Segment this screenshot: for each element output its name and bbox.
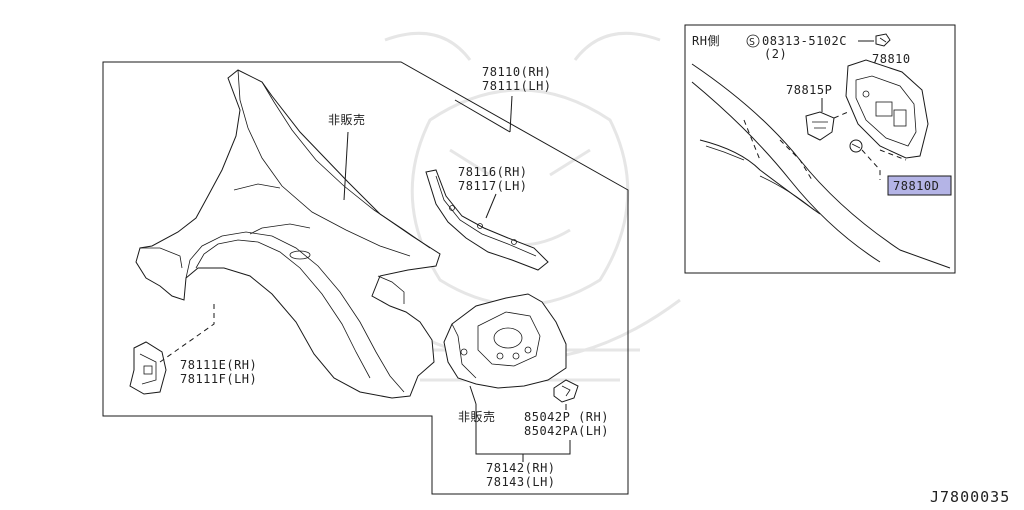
spring-clip-icon: [805, 111, 835, 141]
rear-fender-panel: [135, 69, 441, 399]
leader-bracket: [485, 193, 497, 219]
label-housing-rh: 78142(RH): [486, 461, 556, 475]
label-small-bracket-rh: 85042P (RH): [524, 410, 609, 424]
dash-spring-to-lid: [833, 111, 849, 119]
screw-symbol-icon: S: [746, 34, 760, 48]
label-housing-lh: 78143(LH): [486, 475, 556, 489]
label-patch-lh: 78111F(LH): [180, 372, 257, 386]
main-panel-frame: [102, 61, 629, 495]
label-bracket-rh: 78116(RH): [458, 165, 528, 179]
inset-body-panel: [691, 63, 951, 269]
inset-panel-frame: [684, 24, 956, 274]
screw-icon: [875, 33, 891, 47]
label-highlight-part[interactable]: 78810D: [893, 179, 939, 193]
leader-fender-2: [454, 99, 511, 133]
leader-not-for-sale-top: [343, 131, 349, 201]
label-patch-rh: 78111E(RH): [180, 358, 257, 372]
dash-stopper-to-lid: [879, 149, 907, 161]
fender-bracket-part: [425, 169, 549, 271]
label-not-for-sale-bottom: 非販売: [458, 409, 496, 424]
label-screw-qty: (2): [764, 47, 787, 61]
svg-text:S: S: [749, 37, 756, 48]
dash-stopper: [861, 149, 881, 180]
dash-patch-to-fender: [159, 300, 215, 363]
leader-fender: [509, 95, 513, 133]
wheel-housing-part: [443, 293, 567, 389]
label-fender-lh: 78111(LH): [482, 79, 552, 93]
fender-patch-part: [129, 341, 167, 395]
bumper-stopper-icon: [849, 139, 863, 153]
label-screw-part: 08313-5102C: [762, 34, 847, 48]
fuel-lid-part: [845, 59, 929, 159]
inset-side-label: RH側: [692, 34, 720, 48]
leader-housing-top: [469, 385, 477, 405]
label-spring-part: 78815P: [786, 83, 832, 97]
highlight-part-box[interactable]: [887, 175, 952, 196]
small-bracket-part: [553, 379, 579, 403]
label-not-for-sale-top: 非販売: [328, 112, 366, 127]
label-lid-part: 78810: [872, 52, 911, 66]
label-small-bracket-lh: 85042PA(LH): [524, 424, 609, 438]
diagram-id: J7800035: [930, 488, 1010, 506]
label-bracket-lh: 78117(LH): [458, 179, 528, 193]
label-fender-rh: 78110(RH): [482, 65, 552, 79]
